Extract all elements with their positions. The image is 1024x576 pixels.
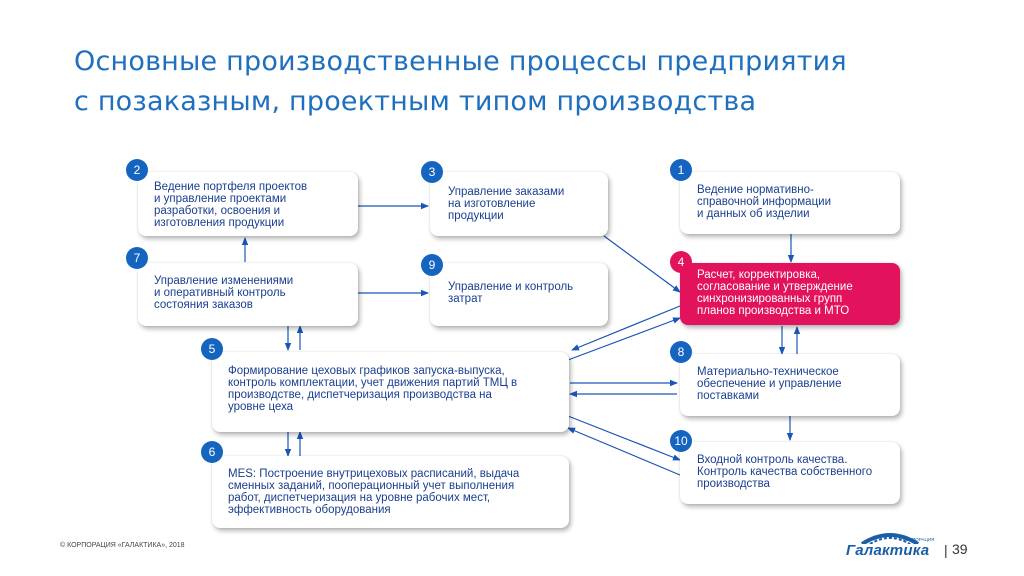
process-box-2: Ведение портфеля проектов и управление п… xyxy=(138,172,358,236)
process-badge-10: 10 xyxy=(670,430,692,452)
process-box-4: Расчет, корректировка, согласование и ут… xyxy=(680,263,900,325)
arrow-5-to-10 xyxy=(567,415,681,461)
arrow-5-to-4 xyxy=(567,317,681,361)
process-6-text: MES: Построение внутрицеховых расписаний… xyxy=(228,468,520,516)
process-8-text: Материально-техническое обеспечение и уп… xyxy=(697,366,842,402)
process-box-10: Входной контроль качества. Контроль каче… xyxy=(680,442,900,504)
process-badge-1: 1 xyxy=(670,159,692,181)
process-badge-9: 9 xyxy=(421,254,443,276)
galaktika-logo: КОРПОРАЦИЯ Галактика xyxy=(846,530,942,560)
process-4-text: Расчет, корректировка, согласование и ут… xyxy=(697,269,853,317)
process-box-8: Материально-техническое обеспечение и уп… xyxy=(680,354,900,416)
slide-title-line-2: с позаказным, проектным типом производст… xyxy=(74,86,757,117)
arrow-4-to-5 xyxy=(571,305,681,351)
process-box-3: Управление заказами на изготовление прод… xyxy=(430,172,608,236)
process-box-9: Управление и контроль затрат xyxy=(430,263,608,326)
process-box-6: MES: Построение внутрицеховых расписаний… xyxy=(212,456,569,528)
process-10-text: Входной контроль качества. Контроль каче… xyxy=(697,454,873,490)
logo-wordmark: Галактика xyxy=(846,542,930,559)
process-box-5: Формирование цеховых графиков запуска-вы… xyxy=(212,352,569,432)
page-number: 39 xyxy=(952,541,968,557)
logo-arc-icon xyxy=(860,533,920,544)
process-badge-2: 2 xyxy=(126,159,148,181)
process-badge-7: 7 xyxy=(126,247,148,269)
process-3-text: Управление заказами на изготовление прод… xyxy=(448,186,565,222)
slide-title-line-1: Основные производственные процессы предп… xyxy=(74,46,847,77)
copyright-text: © КОРПОРАЦИЯ «ГАЛАКТИКА», 2018 xyxy=(60,542,185,549)
process-badge-8: 8 xyxy=(670,341,692,363)
process-7-text: Управление изменениями и оперативный кон… xyxy=(154,275,294,311)
slide-title: Основные производственные процессы предп… xyxy=(74,42,974,122)
process-box-1: Ведение нормативно- справочной информаци… xyxy=(680,172,900,234)
process-9-text: Управление и контроль затрат xyxy=(448,281,574,305)
process-box-7: Управление изменениями и оперативный кон… xyxy=(138,263,358,326)
process-1-text: Ведение нормативно- справочной информаци… xyxy=(697,184,832,220)
process-5-text: Формирование цеховых графиков запуска-вы… xyxy=(228,365,518,413)
page-separator: | xyxy=(944,542,948,558)
process-2-text: Ведение портфеля проектов и управление п… xyxy=(154,181,308,229)
logo-corp-label: КОРПОРАЦИЯ xyxy=(903,537,935,542)
arrow-10-to-5 xyxy=(567,427,681,476)
process-badge-6: 6 xyxy=(201,441,223,463)
arrow-3-to-4 xyxy=(603,235,681,293)
process-badge-4: 4 xyxy=(670,251,692,273)
process-badge-3: 3 xyxy=(421,161,443,183)
process-badge-5: 5 xyxy=(201,338,223,360)
